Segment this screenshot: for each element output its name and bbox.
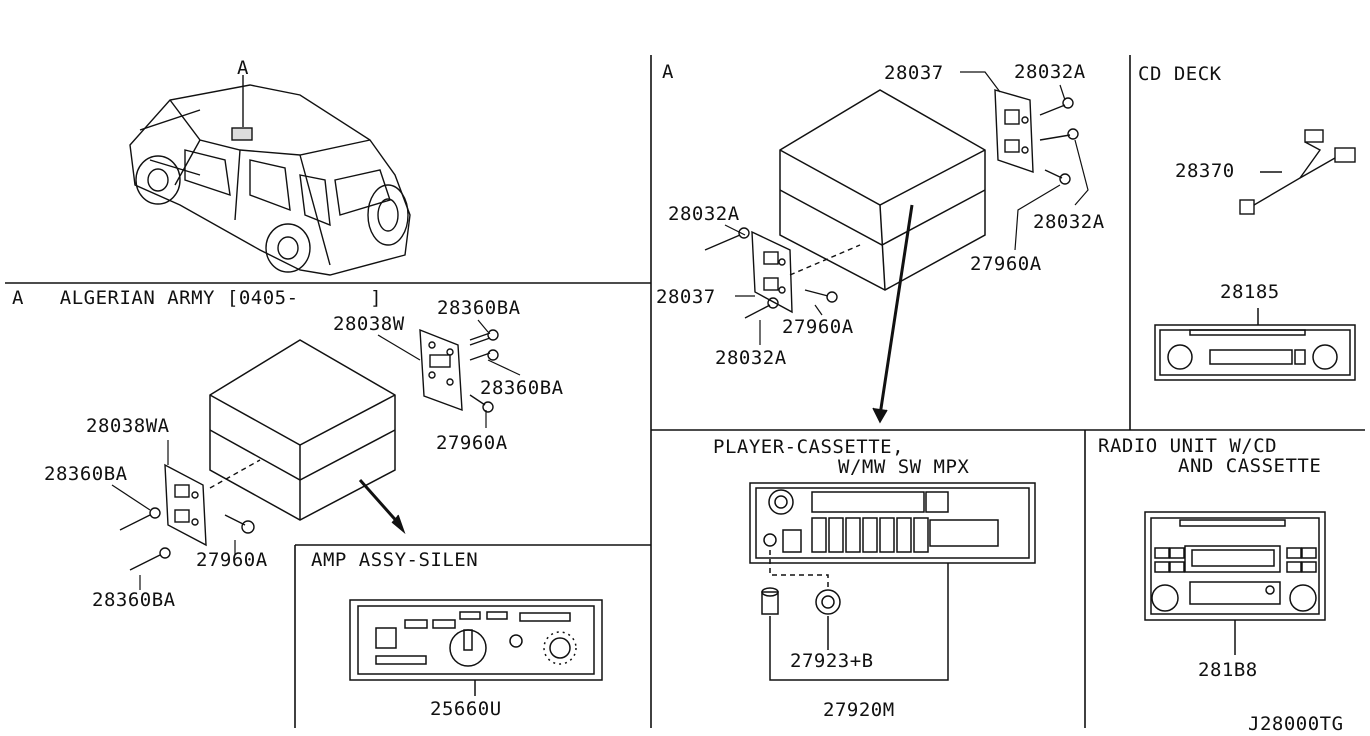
vehicle-callout-a: A (237, 57, 249, 79)
section-a-title: A (662, 61, 674, 83)
amp-part-number: 25660U (430, 698, 502, 720)
algerian-bolt-right-part: 27960A (436, 432, 508, 454)
cd-harness-drawing (1239, 129, 1356, 215)
section-a-screw-left-part: 28032A (668, 203, 740, 225)
radio-title-line2: AND CASSETTE (1178, 455, 1322, 477)
algerian-screw-left-bottom-part: 28360BA (92, 589, 176, 611)
algerian-bolt-left-part: 27960A (196, 549, 268, 571)
algerian-screw-left-top-part: 28360BA (44, 463, 128, 485)
diagram-id: J28000TG (1248, 713, 1344, 735)
radio-unit-drawing (1144, 511, 1326, 655)
amp-section-title: AMP ASSY-SILEN (311, 549, 479, 571)
algerian-screw-top-part: 28360BA (437, 297, 521, 319)
player-cassette-drawing (749, 482, 1036, 681)
algerian-bracket-right (419, 328, 463, 412)
cd-deck-title: CD DECK (1138, 63, 1222, 85)
section-a-screw-top-part: 28032A (1014, 61, 1086, 83)
section-a-bracket-top (994, 89, 1034, 173)
algerian-screws (119, 329, 499, 571)
cassette-assembly-part: 27920M (823, 699, 895, 721)
algerian-bracket-left-part: 28038WA (86, 415, 170, 437)
section-a-screw-right-part: 28032A (1033, 211, 1105, 233)
cassette-title-line1: PLAYER-CASSETTE, (713, 436, 905, 458)
section-a-leaders (724, 71, 1089, 345)
section-a-bolt-right-part: 27960A (970, 253, 1042, 275)
algerian-screw-mid-part: 28360BA (480, 377, 564, 399)
algerian-amp-box (209, 339, 396, 521)
cd-harness-part: 28370 (1175, 160, 1235, 182)
section-a-screw-bottom-part: 28032A (715, 347, 787, 369)
algerian-leaders (111, 319, 521, 590)
cassette-title-line2: W/MW SW MPX (838, 456, 970, 478)
section-a-fasteners (704, 97, 1079, 424)
amp-panel-drawing (349, 599, 603, 696)
radio-title-line1: RADIO UNIT W/CD (1098, 435, 1278, 457)
radio-unit-part: 281B8 (1198, 659, 1258, 681)
section-a-bracket-top-part: 28037 (884, 62, 944, 84)
section-a-box (779, 89, 986, 291)
cd-deck-unit-part: 28185 (1220, 281, 1280, 303)
section-a-bracket-left (751, 230, 793, 314)
vehicle-illustration (129, 75, 411, 276)
section-a-bracket-left-part: 28037 (656, 286, 716, 308)
section-a-bolt-left-part: 27960A (782, 316, 854, 338)
cd-deck-unit-drawing (1154, 308, 1356, 381)
algerian-bracket-left (164, 463, 207, 547)
algerian-section-title: A ALGERIAN ARMY [0405- ] (12, 287, 383, 309)
cassette-knob-part: 27923+B (790, 650, 874, 672)
algerian-bracket-right-part: 28038W (333, 313, 405, 335)
